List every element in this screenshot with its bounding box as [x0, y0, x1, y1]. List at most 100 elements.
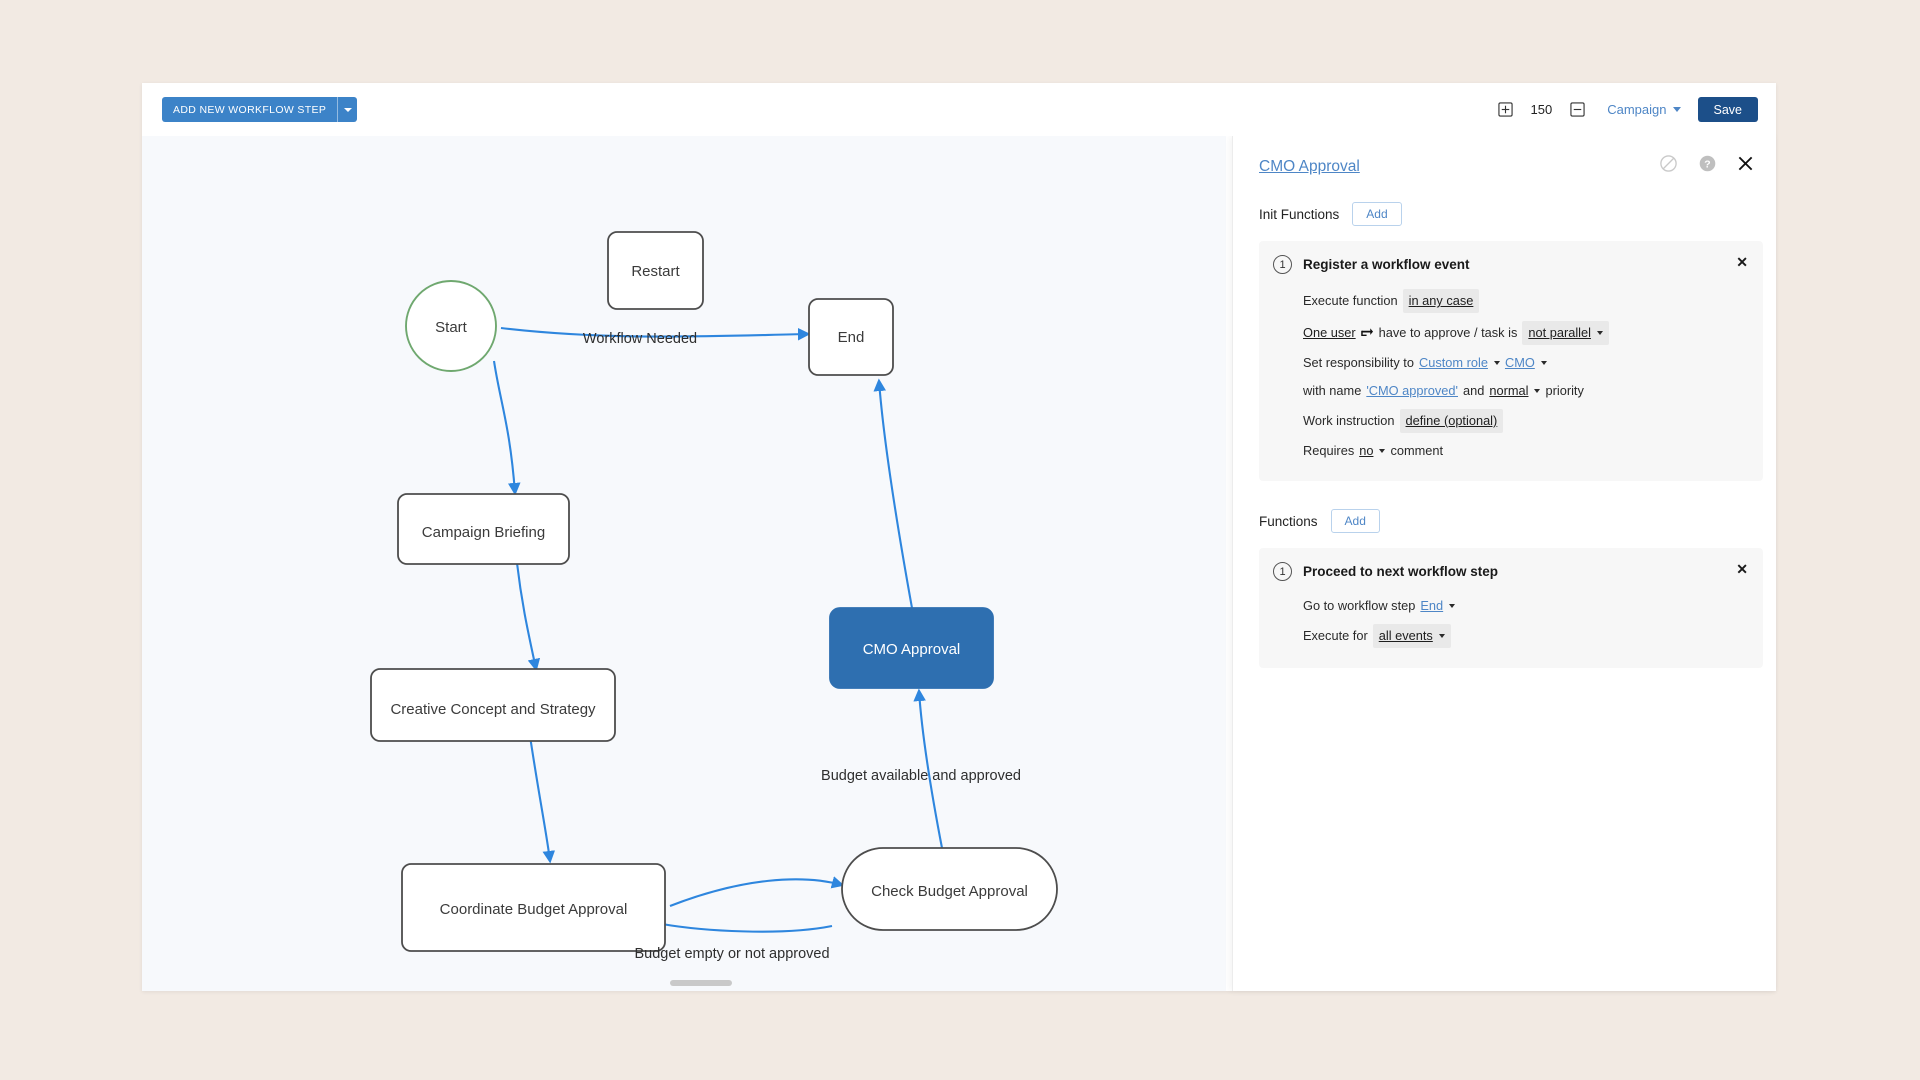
requires-comment-dropdown[interactable]: no [1359, 441, 1386, 461]
function-card-close-icon[interactable]: ✕ [1736, 561, 1748, 577]
init-function-card-number: 1 [1273, 255, 1292, 274]
edge-briefing-to-creative [515, 562, 541, 672]
function-card-number: 1 [1273, 562, 1292, 581]
save-button[interactable]: Save [1697, 97, 1758, 122]
work-instruction-field[interactable]: define (optional) [1399, 409, 1504, 433]
responsibility-role-value: CMO [1504, 355, 1535, 370]
help-icon[interactable]: ? [1698, 154, 1717, 173]
node-check-budget-approval[interactable]: Check Budget Approval [841, 847, 1058, 931]
requires-suffix-text: comment [1390, 443, 1444, 458]
requires-label: Requires [1303, 443, 1355, 458]
diagram-edges [492, 326, 944, 933]
execute-function-label: Execute function [1303, 293, 1398, 308]
function-card-header: 1 Proceed to next workflow step [1273, 562, 1747, 581]
execute-function-value[interactable]: in any case [1402, 289, 1480, 313]
chevron-down-icon [1449, 604, 1456, 608]
node-cmo-approval[interactable]: CMO Approval [829, 607, 994, 689]
init-row-requires-comment: Requires no comment [1273, 437, 1747, 465]
panel-header: CMO Approval ? [1233, 136, 1776, 192]
priority-dropdown[interactable]: normal [1489, 381, 1541, 401]
edge-label-budget-empty: Budget empty or not approved [634, 946, 829, 962]
one-user-selector[interactable]: One user [1303, 323, 1356, 343]
node-restart[interactable]: Restart [607, 231, 704, 310]
work-instruction-label: Work instruction [1303, 413, 1395, 428]
init-row-execute-function: Execute function in any case [1273, 285, 1747, 317]
execute-for-dropdown[interactable]: all events [1372, 624, 1451, 648]
chevron-down-icon [1379, 449, 1386, 453]
edge-check-to-cmo [913, 688, 944, 849]
init-function-card: ✕ 1 Register a workflow event Execute fu… [1259, 241, 1763, 481]
toolbar-right-group: 150 Campaign Save [1492, 94, 1758, 125]
function-row-goto-step: Go to workflow step End [1273, 592, 1747, 620]
edge-coordinate-to-check [669, 876, 845, 907]
one-user-label: One user [1303, 325, 1356, 340]
init-functions-section-header: Init Functions Add [1233, 192, 1776, 230]
init-function-card-close-icon[interactable]: ✕ [1736, 254, 1748, 270]
functions-label: Functions [1259, 513, 1318, 529]
work-instruction-value: define (optional) [1405, 413, 1498, 428]
add-new-workflow-step-button[interactable]: ADD NEW WORKFLOW STEP [162, 97, 338, 122]
add-new-workflow-step-group: ADD NEW WORKFLOW STEP [162, 97, 358, 122]
requires-comment-value: no [1359, 443, 1374, 458]
node-campaign-briefing[interactable]: Campaign Briefing [397, 493, 570, 565]
edge-check-to-coordinate [661, 922, 833, 933]
responsibility-type-dropdown[interactable]: Custom role [1419, 353, 1500, 373]
panel-header-actions: ? [1659, 154, 1754, 173]
edge-start-to-briefing [492, 360, 521, 496]
approval-mid-text: have to approve / task is [1378, 325, 1518, 340]
workflow-editor-window: ADD NEW WORKFLOW STEP 150 Campaign [142, 83, 1776, 991]
event-name-value: 'CMO approved' [1366, 383, 1458, 398]
workflow-canvas[interactable]: Restart Start End Campaign Briefing Crea… [142, 136, 1226, 991]
name-and-text: and [1463, 383, 1485, 398]
responsibility-type-value: Custom role [1418, 355, 1488, 370]
goto-step-label: Go to workflow step [1303, 598, 1416, 613]
responsibility-label: Set responsibility to [1303, 355, 1414, 370]
goto-step-dropdown[interactable]: End [1420, 596, 1456, 616]
node-creative-concept[interactable]: Creative Concept and Strategy [370, 668, 616, 742]
panel-title[interactable]: CMO Approval [1259, 158, 1360, 175]
disabled-circle-icon[interactable] [1659, 154, 1678, 173]
parallel-mode-value: not parallel [1528, 325, 1591, 340]
edge-label-budget-available: Budget available and approved [821, 768, 1021, 784]
zoom-out-icon[interactable] [1563, 96, 1591, 124]
functions-add-button[interactable]: Add [1330, 509, 1380, 533]
function-row-execute-for: Execute for all events [1273, 620, 1747, 652]
node-coordinate-budget-approval-label: Coordinate Budget Approval [440, 901, 628, 918]
init-function-card-header: 1 Register a workflow event [1273, 255, 1747, 274]
edge-cmo-to-end [873, 378, 914, 609]
chevron-down-icon [1672, 107, 1681, 112]
swap-icon[interactable] [1360, 327, 1374, 339]
svg-text:?: ? [1704, 160, 1710, 171]
init-functions-label: Init Functions [1259, 206, 1340, 222]
canvas-horizontal-scrollbar[interactable] [142, 979, 1226, 989]
scope-dropdown-label: Campaign [1607, 102, 1667, 117]
execute-for-value: all events [1378, 628, 1433, 643]
node-start[interactable]: Start [405, 280, 497, 372]
parallel-mode-dropdown[interactable]: not parallel [1522, 321, 1609, 345]
step-properties-panel: CMO Approval ? [1232, 136, 1776, 991]
function-card: ✕ 1 Proceed to next workflow step Go to … [1259, 548, 1763, 668]
priority-value: normal [1489, 383, 1529, 398]
execute-function-value-text: in any case [1408, 293, 1474, 308]
add-new-workflow-step-dropdown-icon[interactable] [337, 97, 358, 122]
workflow-diagram: Restart Start End Campaign Briefing Crea… [370, 231, 1058, 962]
init-row-approval-mode: One user have to approve / task is not p… [1273, 317, 1747, 349]
execute-for-label: Execute for [1303, 628, 1368, 643]
init-function-card-title: Register a workflow event [1303, 257, 1470, 272]
node-end[interactable]: End [808, 298, 894, 376]
chevron-down-icon [1493, 361, 1500, 365]
zoom-in-icon[interactable] [1492, 96, 1520, 124]
init-functions-add-button[interactable]: Add [1352, 202, 1402, 226]
node-coordinate-budget-approval[interactable]: Coordinate Budget Approval [401, 863, 666, 952]
scope-dropdown[interactable]: Campaign [1607, 102, 1681, 117]
node-end-label: End [838, 329, 865, 346]
node-campaign-briefing-label: Campaign Briefing [422, 524, 545, 541]
canvas-horizontal-scrollbar-thumb[interactable] [670, 980, 732, 986]
diagram-edge-labels: Workflow Needed Budget available and app… [583, 331, 1021, 962]
event-name-field[interactable]: 'CMO approved' [1366, 381, 1458, 401]
close-icon[interactable] [1737, 155, 1754, 172]
editor-toolbar: ADD NEW WORKFLOW STEP 150 Campaign [142, 83, 1776, 136]
responsibility-role-dropdown[interactable]: CMO [1505, 353, 1547, 373]
edge-label-workflow-needed: Workflow Needed [583, 331, 697, 347]
chevron-down-icon [1596, 331, 1603, 335]
